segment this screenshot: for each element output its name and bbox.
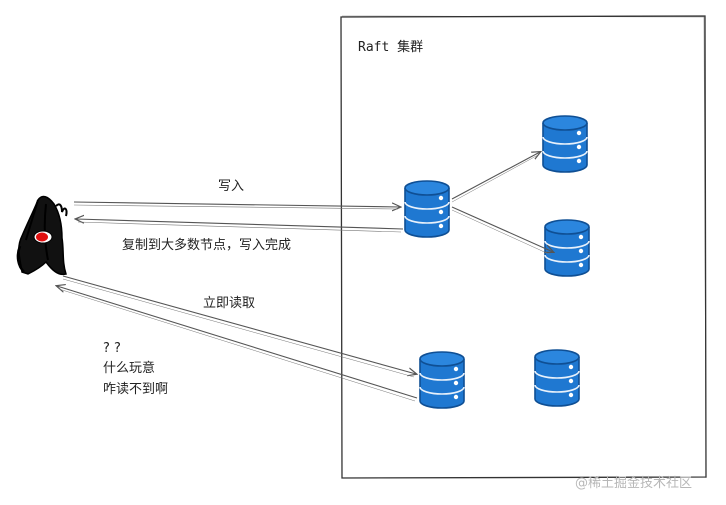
client-note-line-2: 什么玩意 (103, 360, 155, 376)
follower-node-1-database-icon (542, 115, 588, 173)
cluster-title: Raft 集群 (358, 39, 423, 55)
follower-node-4-database-icon (534, 349, 580, 407)
follower-node-2-database-icon (544, 219, 590, 277)
client-note-line-1: ? ? (103, 341, 121, 356)
client-note-line-3: 咋读不到啊 (103, 382, 168, 397)
write-label: 写入 (218, 179, 244, 194)
write-ack-label: 复制到大多数节点，写入完成 (122, 237, 291, 253)
follower-node-3-database-icon (419, 351, 465, 409)
leader-node-database-icon (404, 180, 450, 238)
write-ack-arrow (76, 219, 404, 230)
replicate-arrow-1 (451, 152, 540, 200)
watermark: @稀土掘金技术社区 (575, 475, 692, 491)
client-duke-icon (16, 195, 68, 276)
read-arrow (62, 275, 416, 374)
write-arrow (73, 201, 400, 207)
raft-cluster-boundary (340, 15, 707, 479)
replicate-arrow-2 (451, 206, 553, 252)
read-label: 立即读取 (203, 296, 255, 311)
read-response-arrow (57, 286, 418, 399)
